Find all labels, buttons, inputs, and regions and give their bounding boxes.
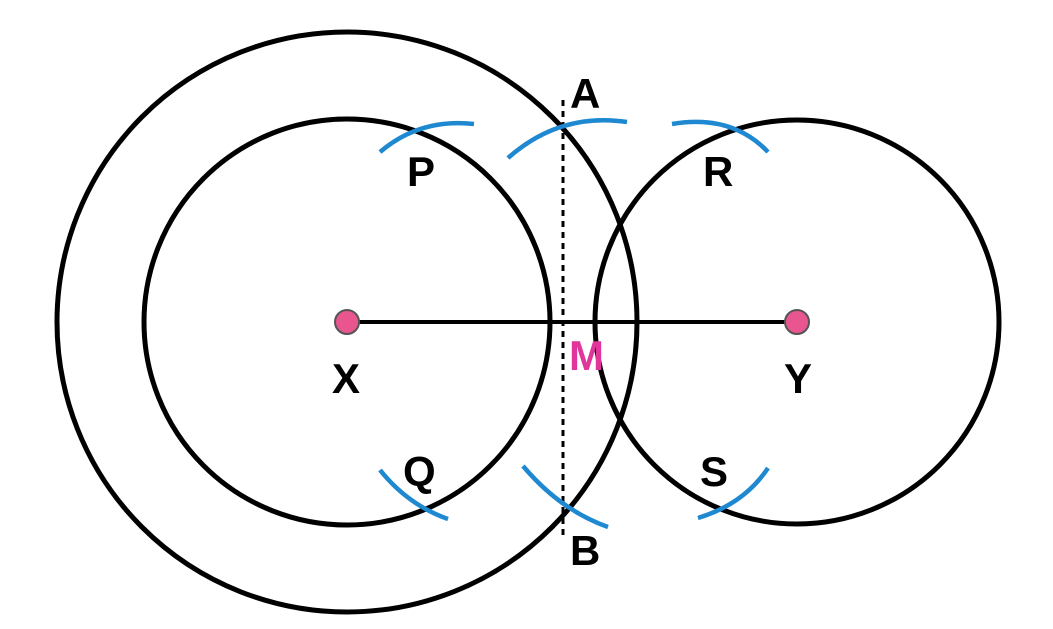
label-x: X [332,355,360,402]
arc-a [506,117,628,160]
label-m: M [569,332,604,379]
arc-b [521,464,609,530]
label-b: B [570,527,600,574]
arc-p [378,120,475,154]
label-r: R [703,148,733,195]
arc-s [697,466,770,521]
point-x [334,309,360,335]
label-s: S [700,448,728,495]
label-q: Q [403,448,436,495]
label-y: Y [784,355,812,402]
arc-q [378,468,449,522]
label-p: P [407,148,435,195]
label-a: A [570,70,600,117]
arc-r [671,119,770,154]
point-y [784,309,810,335]
